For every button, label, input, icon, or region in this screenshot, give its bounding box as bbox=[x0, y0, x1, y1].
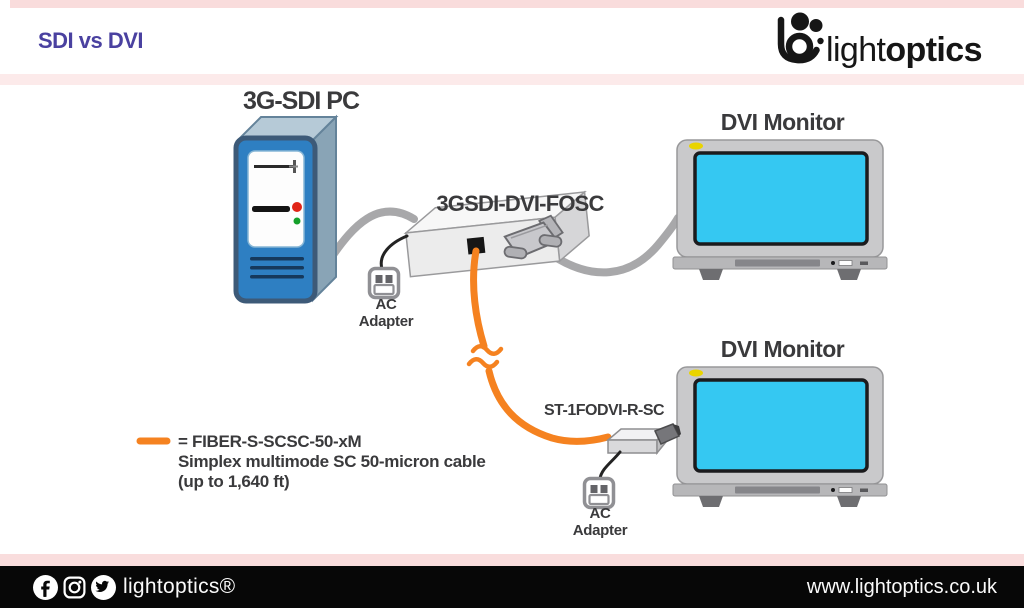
monitor-bottom-label: DVI Monitor bbox=[720, 336, 845, 362]
diagram-artwork bbox=[136, 114, 889, 510]
ac-adapter-label-1: AC Adapter bbox=[336, 296, 436, 330]
pc-drive-slot-2 bbox=[252, 206, 290, 212]
dvi-cable-converter-to-monitor bbox=[548, 214, 682, 277]
fiber-legend-line1: = FIBER-S-SCSC-50-xM bbox=[178, 432, 362, 451]
receiver-label: ST-1FODVI-R-SC bbox=[543, 402, 665, 419]
bottom-accent-strip bbox=[0, 554, 1024, 566]
sdi-dvi-connection-diagram: 3G-SDI PC 3GSDI-DVI-FOSC DVI Monitor DVI… bbox=[0, 85, 1024, 554]
monitor-top-label: DVI Monitor bbox=[720, 109, 845, 135]
fiber-cable-upper bbox=[470, 247, 488, 350]
pc-tower bbox=[233, 114, 339, 304]
header-separator-strip bbox=[0, 74, 1024, 85]
page-title: SDI vs DVI bbox=[38, 28, 144, 53]
pc-red-led bbox=[292, 202, 302, 212]
fiber-break-icon bbox=[466, 344, 504, 369]
pc-front-panel bbox=[247, 150, 305, 248]
lightoptics-logo-icon bbox=[777, 12, 824, 64]
converter-box bbox=[403, 190, 590, 278]
instagram-icon[interactable] bbox=[62, 575, 87, 600]
pc-label: 3G-SDI PC bbox=[242, 87, 360, 115]
logo-word-optics: optics bbox=[885, 31, 982, 69]
converter-label: 3GSDI-DVI-FOSC bbox=[436, 191, 604, 216]
fiber-receiver bbox=[605, 423, 681, 456]
ac-adapter-label-2-line1: AC bbox=[589, 505, 611, 522]
ac-adapter-label-2-line2: Adapter bbox=[572, 521, 628, 539]
ac-adapter-label-1-line1: AC bbox=[375, 296, 397, 313]
pc-drive-slot-1 bbox=[254, 165, 296, 168]
dvi-monitor-bottom bbox=[671, 365, 889, 509]
fiber-legend-line2: Simplex multimode SC 50-micron cable bbox=[178, 452, 486, 471]
fiber-port bbox=[466, 236, 486, 255]
ac-cable-2 bbox=[598, 450, 622, 481]
facebook-icon[interactable] bbox=[33, 574, 58, 600]
pc-green-led bbox=[293, 217, 301, 225]
logo-word-light: light bbox=[826, 31, 886, 69]
social-icons bbox=[33, 566, 116, 608]
twitter-icon[interactable] bbox=[91, 574, 116, 600]
dvi-monitor-top bbox=[671, 138, 889, 282]
dvi-cable-pc-to-converter bbox=[329, 207, 418, 259]
top-accent-strip bbox=[10, 0, 1024, 8]
fiber-legend-line3: (up to 1,640 ft) bbox=[178, 472, 290, 491]
footer-website-link[interactable]: www.lightoptics.co.uk bbox=[806, 575, 997, 598]
pc-vents bbox=[250, 257, 304, 279]
fiber-legend: = FIBER-S-SCSC-50-xM Simplex multimode S… bbox=[178, 432, 486, 492]
ac-cable-1 bbox=[379, 234, 409, 271]
footer-bar: lightoptics® www.lightoptics.co.uk bbox=[0, 566, 1024, 608]
fiber-cable-lower bbox=[485, 367, 612, 445]
footer-brand: lightoptics® bbox=[123, 575, 236, 598]
ac-adapter-icon-2 bbox=[582, 476, 616, 510]
dvi-connector bbox=[503, 214, 564, 260]
lightoptics-logo: lightoptics bbox=[774, 8, 1020, 70]
ac-adapter-label-1-line2: Adapter bbox=[358, 312, 414, 330]
ac-adapter-label-2: AC Adapter bbox=[550, 505, 650, 539]
logo-wordmark: lightoptics bbox=[826, 31, 983, 70]
ac-adapter-icon-1 bbox=[367, 266, 401, 300]
